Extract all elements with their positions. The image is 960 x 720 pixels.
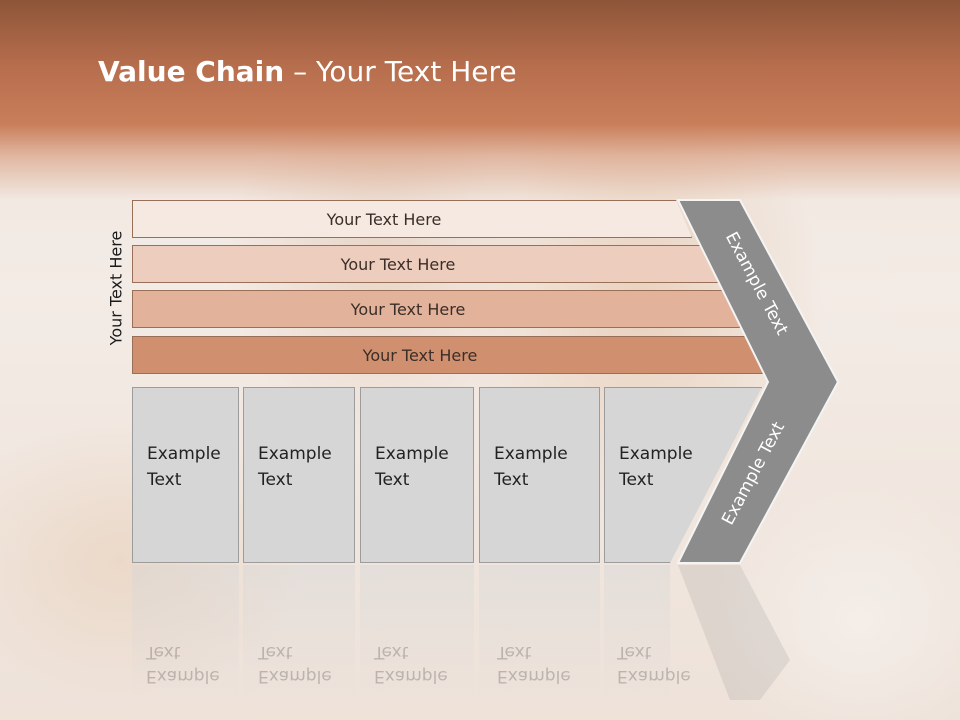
slide-title-rest: – Your Text Here [284, 55, 517, 88]
support-row-2: Your Text Here [132, 245, 720, 283]
primary-box-4-label: Example Text [494, 444, 568, 490]
support-row-2-label: Your Text Here [340, 254, 456, 274]
primary-box-3: Example Text [360, 387, 474, 563]
primary-box-1: Example Text [132, 387, 239, 563]
support-row-1-label: Your Text Here [326, 209, 442, 229]
support-row-3-label: Your Text Here [350, 299, 466, 319]
support-row-4: Your Text Here [132, 336, 764, 374]
chevron-shape [676, 199, 840, 564]
primary-box-3-label: Example Text [375, 444, 449, 490]
slide-title: Value Chain – Your Text Here [98, 55, 517, 88]
header-band [0, 0, 960, 200]
support-row-3: Your Text Here [132, 290, 740, 328]
support-row-4-label: Your Text Here [362, 345, 478, 365]
primary-box-2: Example Text [243, 387, 355, 563]
primary-box-5-label: Example Text [619, 444, 693, 490]
primary-box-1-label: Example Text [147, 444, 221, 490]
primary-box-2-label: Example Text [258, 444, 332, 490]
primary-box-4: Example Text [479, 387, 600, 563]
slide-title-bold: Value Chain [98, 55, 285, 88]
chevron-reflection [678, 565, 790, 700]
support-row-1: Your Text Here [132, 200, 692, 238]
